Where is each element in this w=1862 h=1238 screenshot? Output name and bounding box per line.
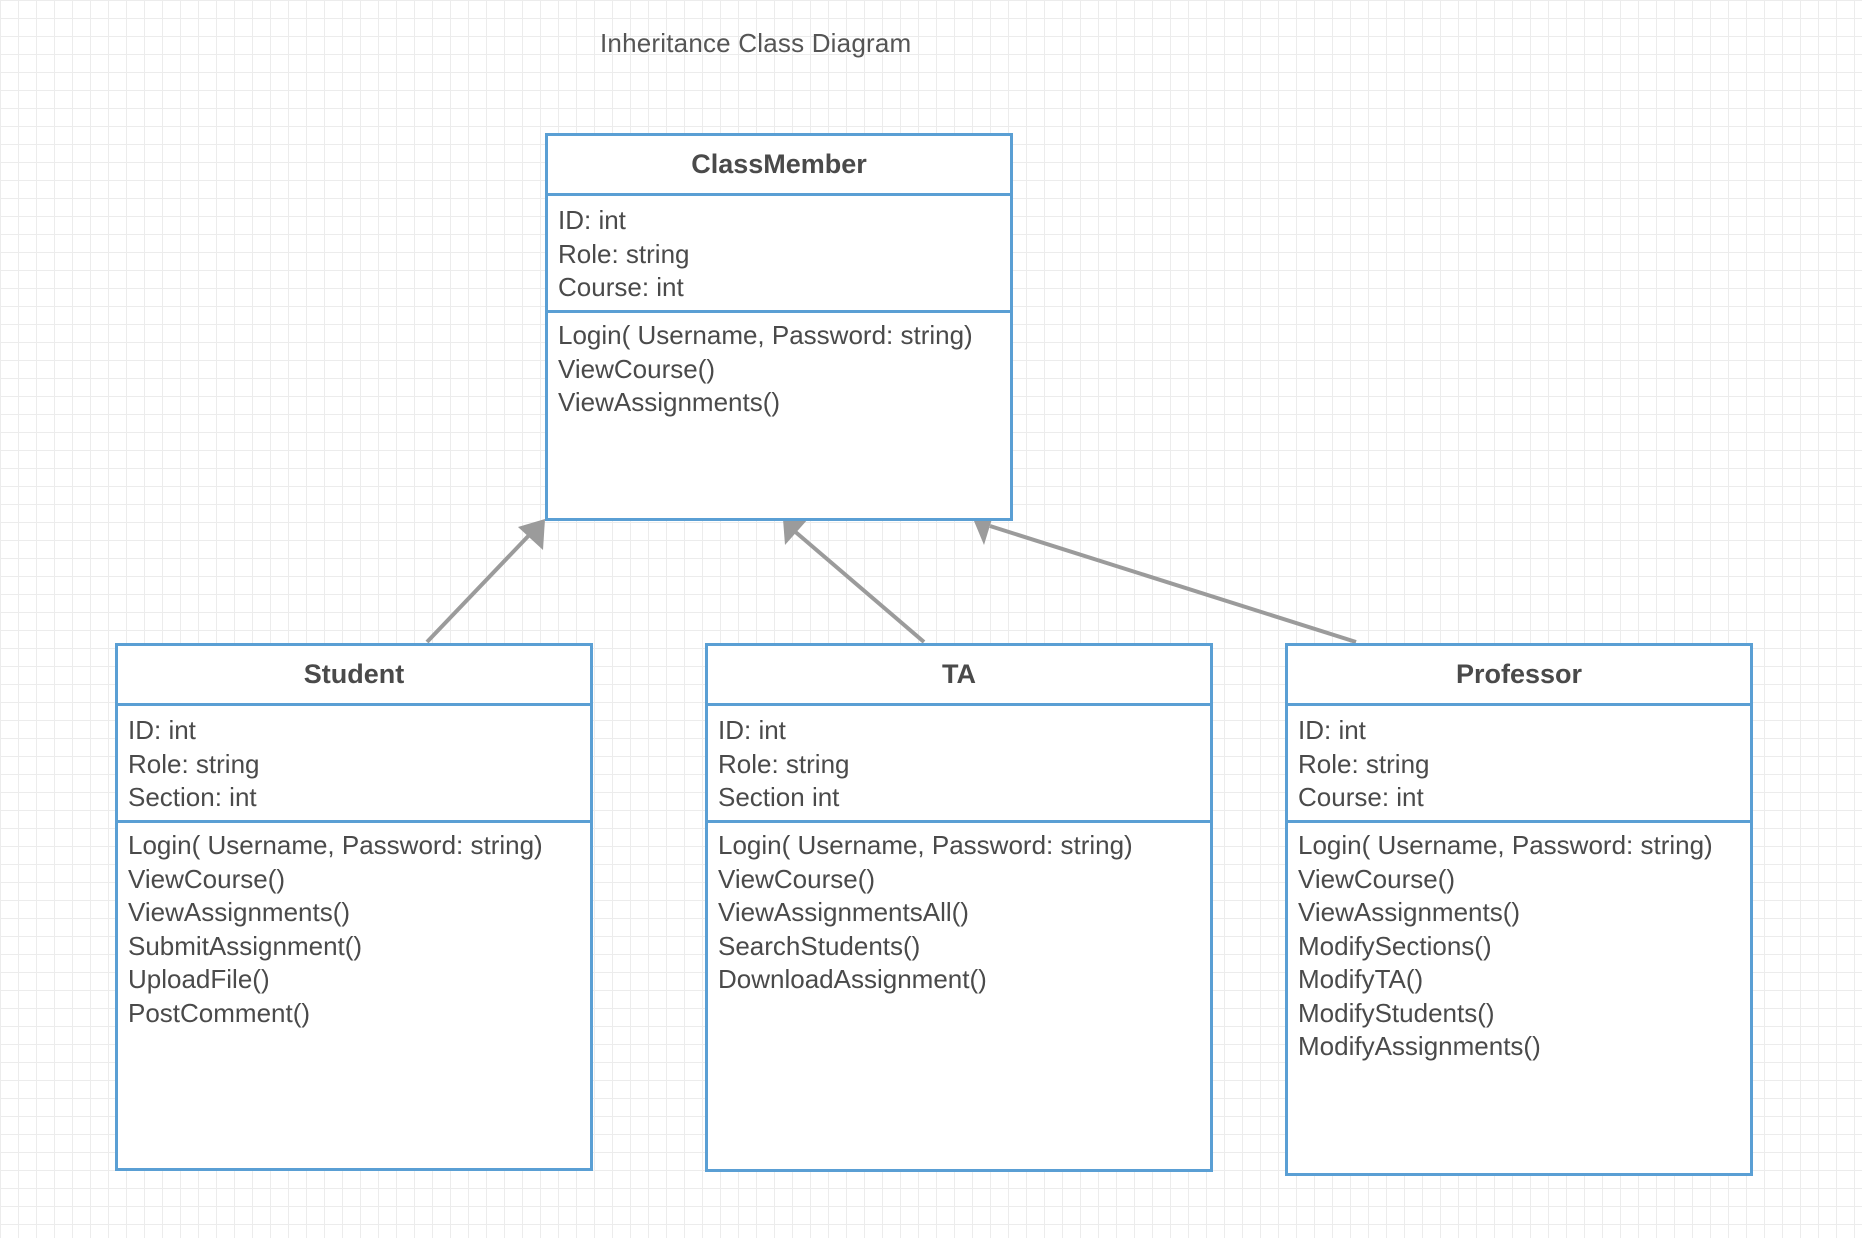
method: ViewAssignments() — [558, 387, 781, 417]
class-name: Professor — [1288, 646, 1750, 706]
class-box-ta[interactable]: TA ID: int Role: string Section int Logi… — [705, 643, 1213, 1172]
attributes-section: ID: int Role: string Course: int — [1288, 706, 1750, 823]
attribute: ID: int — [128, 715, 196, 745]
attributes-section: ID: int Role: string Section int — [708, 706, 1210, 823]
attribute: Course: int — [558, 272, 684, 302]
method: Login( Username, Password: string) — [1298, 830, 1713, 860]
method: SearchStudents() — [718, 930, 921, 961]
attribute: Role: string — [128, 748, 260, 779]
class-box-student[interactable]: Student ID: int Role: string Section: in… — [115, 643, 593, 1171]
method: ViewAssignmentsAll() — [718, 897, 969, 927]
method: UploadFile() — [128, 964, 270, 994]
method: ModifyAssignments() — [1298, 1031, 1541, 1061]
class-name: TA — [708, 646, 1210, 706]
method: ViewCourse() — [128, 863, 286, 894]
class-name: ClassMember — [548, 136, 1010, 196]
attribute: ID: int — [558, 205, 626, 235]
diagram-title: Inheritance Class Diagram — [600, 28, 912, 58]
student-inheritance-arrowhead — [518, 519, 545, 550]
methods-section: Login( Username, Password: string) ViewC… — [708, 823, 1210, 1169]
attribute: Role: string — [718, 748, 850, 779]
method: ModifySections() — [1298, 930, 1492, 961]
method: Login( Username, Password: string) — [558, 320, 973, 350]
method: ViewCourse() — [558, 353, 716, 384]
method: Login( Username, Password: string) — [718, 830, 1133, 860]
attribute: ID: int — [1298, 715, 1366, 745]
method: Login( Username, Password: string) — [128, 830, 543, 860]
attribute: Section: int — [128, 782, 257, 812]
ta-inheritance-arrowhead — [783, 519, 808, 545]
methods-section: Login( Username, Password: string) ViewC… — [548, 313, 1010, 518]
method: ModifyTA() — [1298, 964, 1424, 994]
method: ViewCourse() — [1298, 863, 1456, 894]
method: ViewAssignments() — [1298, 897, 1521, 927]
method: ViewCourse() — [718, 863, 876, 894]
attributes-section: ID: int Role: string Section: int — [118, 706, 590, 823]
methods-section: Login( Username, Password: string) ViewC… — [118, 823, 590, 1168]
attribute: Section int — [718, 782, 840, 812]
attribute: Course: int — [1298, 782, 1424, 812]
attribute: ID: int — [718, 715, 786, 745]
ta-inheritance-line — [790, 527, 926, 644]
methods-section: Login( Username, Password: string) ViewC… — [1288, 823, 1750, 1173]
method: PostComment() — [128, 997, 311, 1028]
method: DownloadAssignment() — [718, 964, 987, 994]
attribute: Role: string — [1298, 748, 1430, 779]
method: ModifyStudents() — [1298, 997, 1495, 1028]
method: SubmitAssignment() — [128, 930, 363, 961]
class-name: Student — [118, 646, 590, 706]
student-inheritance-line — [425, 527, 537, 644]
class-box-classmember[interactable]: ClassMember ID: int Role: string Course:… — [545, 133, 1013, 521]
method: ViewAssignments() — [128, 897, 351, 927]
professor-inheritance-line — [989, 524, 1357, 644]
attributes-section: ID: int Role: string Course: int — [548, 196, 1010, 313]
class-box-professor[interactable]: Professor ID: int Role: string Course: i… — [1285, 643, 1753, 1176]
attribute: Role: string — [558, 238, 690, 269]
